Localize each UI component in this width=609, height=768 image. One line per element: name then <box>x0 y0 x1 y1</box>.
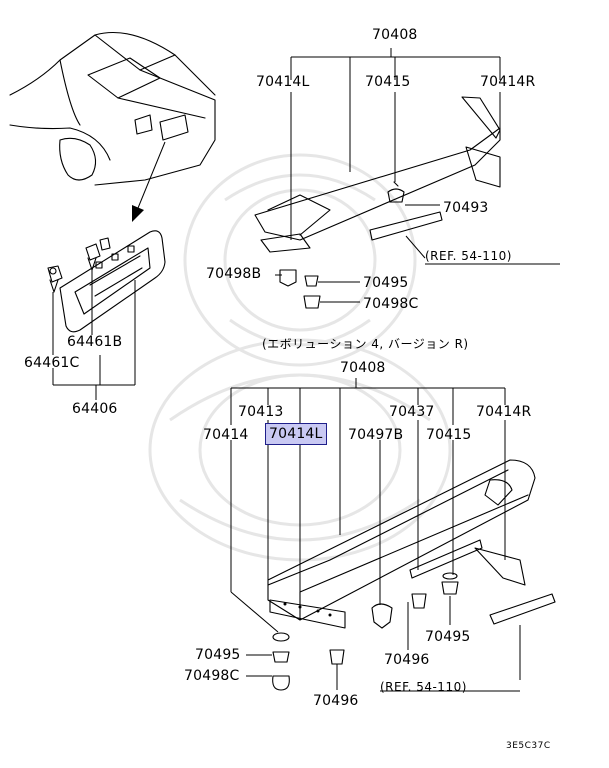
label-70498c-bottom[interactable]: 70498C <box>184 668 240 684</box>
label-70415-top[interactable]: 70415 <box>365 74 411 90</box>
leaders-garnish <box>52 270 136 400</box>
label-70408-top[interactable]: 70408 <box>372 27 418 43</box>
label-70498b[interactable]: 70498B <box>206 266 262 282</box>
label-70414l-top[interactable]: 70414L <box>256 74 310 90</box>
label-70414l-bottom-selected[interactable]: 70414L <box>265 423 327 445</box>
diagram-code: 3E5C37C <box>506 741 551 751</box>
bottom-spoiler-drawing <box>267 459 556 629</box>
ref-note-bottom[interactable]: (REF. 54-110) <box>380 680 467 694</box>
label-70495-top[interactable]: 70495 <box>363 275 409 291</box>
license-garnish-drawing <box>59 230 166 333</box>
car-rear-illustration <box>9 32 216 186</box>
label-70408-bottom[interactable]: 70408 <box>340 360 386 376</box>
bottom-clips-drawing <box>272 572 459 691</box>
label-64406[interactable]: 64406 <box>72 401 118 417</box>
label-70497b[interactable]: 70497B <box>348 427 404 443</box>
label-70496-right[interactable]: 70496 <box>384 652 430 668</box>
label-70495-bottom-right[interactable]: 70495 <box>425 629 471 645</box>
label-70493[interactable]: 70493 <box>443 200 489 216</box>
top-clips-drawing <box>279 269 321 309</box>
ref-note-top[interactable]: (REF. 54-110) <box>425 249 512 263</box>
label-64461c[interactable]: 64461C <box>24 355 80 371</box>
leaders-bottom <box>230 378 521 692</box>
variant-note: (エボリューション 4, バージョン R) <box>262 337 469 351</box>
label-70414r-top[interactable]: 70414R <box>480 74 536 90</box>
label-64461b[interactable]: 64461B <box>67 334 123 350</box>
watermark-emblem <box>148 153 452 562</box>
clip-64461b-drawing <box>85 237 111 271</box>
label-70495-bottom-left[interactable]: 70495 <box>195 647 241 663</box>
arrow-car-to-garnish <box>132 141 166 222</box>
label-70414r-bottom[interactable]: 70414R <box>476 404 532 420</box>
label-70496-center[interactable]: 70496 <box>313 693 359 709</box>
clip-64461c-drawing <box>47 265 63 293</box>
label-70413[interactable]: 70413 <box>238 404 284 420</box>
leaders-top <box>275 48 560 303</box>
label-70415-bottom[interactable]: 70415 <box>426 427 472 443</box>
label-70437[interactable]: 70437 <box>389 404 435 420</box>
label-70414[interactable]: 70414 <box>203 427 249 443</box>
label-70498c-top[interactable]: 70498C <box>363 296 419 312</box>
